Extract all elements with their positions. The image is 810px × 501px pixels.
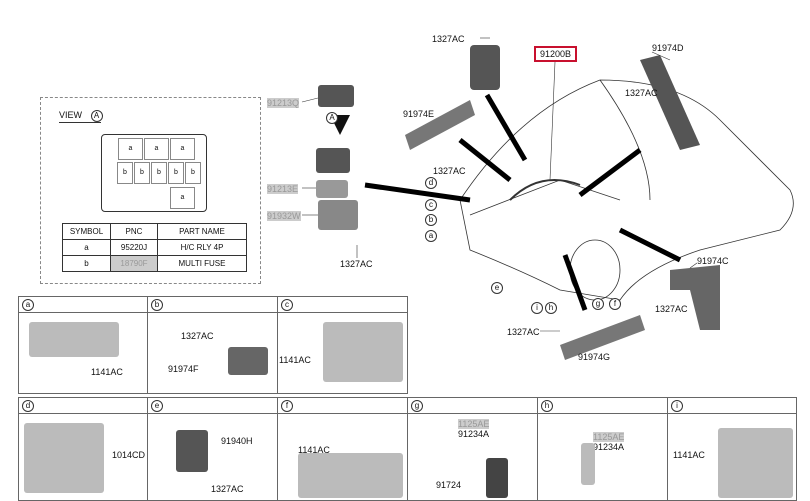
detail-marker-i[interactable]: i (531, 302, 543, 314)
fuse-cell: a (170, 138, 195, 160)
part-label-91932w[interactable]: 91932W (267, 211, 301, 221)
fuse-cell: b (168, 162, 184, 184)
detail-marker-g[interactable]: g (592, 298, 604, 310)
part-label-91974f[interactable]: 91974F (168, 364, 199, 374)
part-label-1327ac[interactable]: 1327AC (625, 88, 658, 98)
detail-panel-b: b 1327AC 91974F (147, 296, 278, 394)
detail-panel-h: h 1125AE 91234A (537, 397, 668, 501)
part-label-1014cd[interactable]: 1014CD (112, 450, 146, 460)
detail-panel-a: a 1141AC (18, 296, 148, 394)
pnc-cell[interactable]: 18790F (110, 255, 158, 272)
part-label-1125ae[interactable]: 1125AE (458, 419, 490, 429)
view-marker-callout: A (326, 112, 338, 124)
detail-id: b (151, 299, 163, 311)
detail-panel-g: g 1125AE 91234A 91724 (407, 397, 538, 501)
detail-id: e (151, 400, 163, 412)
part-label-91200b-highlighted[interactable]: 91200B (534, 46, 577, 62)
detail-panel-e: e 91940H 1327AC (147, 397, 278, 501)
part-label-91213q[interactable]: 91213Q (267, 98, 300, 108)
part-label-91974g[interactable]: 91974G (578, 352, 611, 362)
detail-panel-i: i 1141AC (667, 397, 797, 501)
part-name-cell: MULTI FUSE (157, 255, 247, 272)
part-label-91974d[interactable]: 91974D (652, 43, 684, 53)
part-label-91940h[interactable]: 91940H (221, 436, 253, 446)
view-title: VIEW A (59, 110, 103, 123)
part-label-91213e[interactable]: 91213E (267, 184, 299, 194)
part-label-1327ac[interactable]: 1327AC (433, 166, 466, 176)
detail-marker-f[interactable]: f (609, 298, 621, 310)
fuse-cell: b (134, 162, 150, 184)
part-label-1327ac[interactable]: 1327AC (432, 34, 465, 44)
part-label-1125ae[interactable]: 1125AE (593, 432, 625, 442)
detail-marker-c[interactable]: c (425, 199, 437, 211)
fuse-box-layout: a a a b b b b b a (101, 134, 207, 212)
part-label-91974e[interactable]: 91974E (403, 109, 435, 119)
part-label-1327ac[interactable]: 1327AC (181, 331, 214, 341)
fuse-cell: b (151, 162, 167, 184)
detail-panel-c: c 1141AC (277, 296, 408, 394)
part-label-91234a[interactable]: 91234A (458, 429, 490, 439)
fuse-cell: a (144, 138, 169, 160)
view-marker: A (90, 110, 103, 122)
detail-id: a (22, 299, 34, 311)
detail-id: c (281, 299, 293, 311)
fuse-cell: b (117, 162, 133, 184)
detail-id: d (22, 400, 34, 412)
part-label-1141ac[interactable]: 1141AC (279, 355, 311, 365)
part-label-1141ac[interactable]: 1141AC (91, 367, 123, 377)
detail-marker-d[interactable]: d (425, 177, 437, 189)
detail-marker-a[interactable]: a (425, 230, 437, 242)
fuse-cell: a (170, 187, 195, 209)
part-label-1327ac[interactable]: 1327AC (340, 259, 373, 269)
part-label-91724[interactable]: 91724 (436, 480, 462, 490)
detail-panel-f: f 1141AC (277, 397, 408, 501)
part-label-1327ac[interactable]: 1327AC (507, 327, 540, 337)
detail-id: g (411, 400, 423, 412)
detail-id: h (541, 400, 553, 412)
detail-id: f (281, 400, 293, 412)
fuse-cell: a (118, 138, 143, 160)
detail-id: i (671, 400, 683, 412)
detail-panel-d: d 1014CD (18, 397, 148, 501)
detail-marker-e[interactable]: e (491, 282, 503, 294)
part-label-1327ac[interactable]: 1327AC (655, 304, 688, 314)
part-label-91234a[interactable]: 91234A (593, 442, 625, 452)
fuse-cell: b (185, 162, 201, 184)
part-label-1141ac[interactable]: 1141AC (298, 445, 330, 455)
part-label-1327ac[interactable]: 1327AC (211, 484, 244, 494)
detail-marker-h[interactable]: h (545, 302, 557, 314)
part-label-91974c[interactable]: 91974C (697, 256, 729, 266)
detail-marker-b[interactable]: b (425, 214, 437, 226)
part-label-1141ac[interactable]: 1141AC (673, 450, 705, 460)
